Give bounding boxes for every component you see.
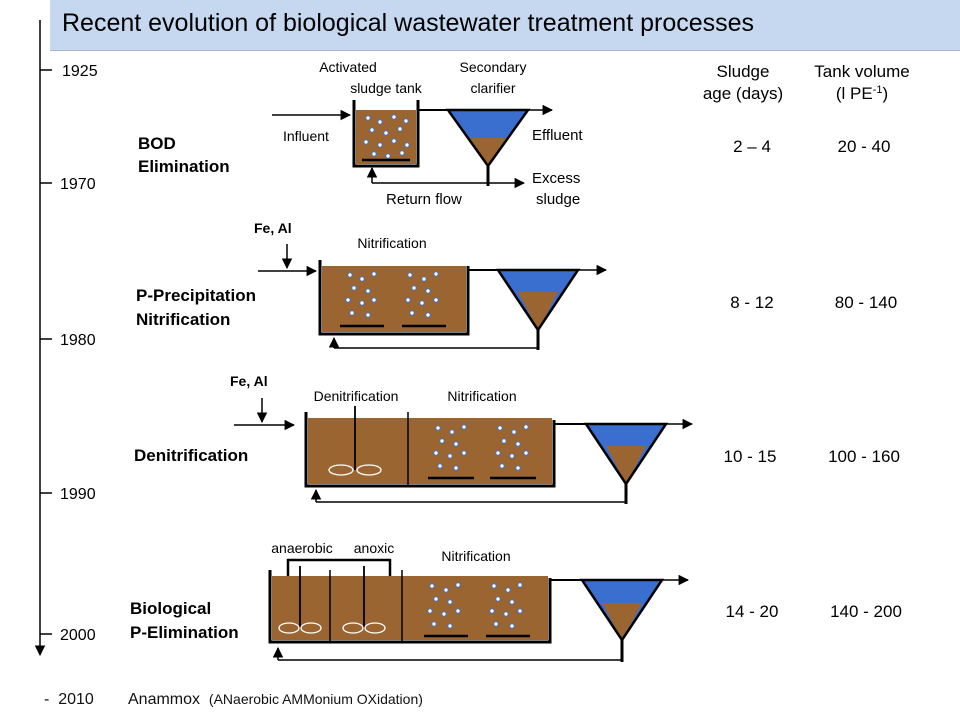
dosing-label-2: Fe, Al (254, 220, 292, 236)
effluent-label: Effluent (532, 127, 583, 144)
zone-label-anoxic: anoxic (354, 540, 394, 556)
anammox-label: Anammox (ANaerobic AMMonium OXidation) (128, 691, 423, 708)
sludge-age-bio-p: 14 - 20 (726, 602, 779, 621)
excess-label-2: sludge (536, 191, 580, 208)
clarifier-label-2: clarifier (470, 80, 515, 96)
title-bar: Recent evolution of biological wastewate… (50, 0, 960, 51)
year-1990: 1990 (60, 486, 96, 503)
zone-label-nitrification-3: Nitrification (447, 388, 516, 404)
year-2010: - 2010 (44, 691, 94, 708)
year-1925: 1925 (62, 63, 98, 80)
process-bio-p: anaerobic anoxic Nitrification Biologica… (130, 540, 902, 662)
return-flow-label: Return flow (386, 191, 462, 208)
zone-label-denitrification: Denitrification (314, 388, 399, 404)
tank-label-1: Activated (319, 59, 377, 75)
zone-label-nitrification-4: Nitrification (441, 548, 510, 564)
sludge-age-p: 8 - 12 (730, 293, 773, 312)
dosing-label-3: Fe, Al (230, 373, 268, 389)
process-name-bod-2: Elimination (138, 157, 230, 176)
influent-label: Influent (283, 128, 329, 144)
process-name-p-2: Nitrification (136, 310, 230, 329)
year-1970: 1970 (60, 176, 96, 193)
tank-volume-p: 80 - 140 (835, 293, 897, 312)
process-p-precipitation: Fe, Al Nitrification P-Precipitation Nit… (136, 220, 897, 350)
tank-volume-denitrification: 100 - 160 (828, 447, 900, 466)
process-name-bio-p-1: Biological (130, 599, 211, 618)
page-title: Recent evolution of biological wastewate… (62, 9, 755, 37)
process-denitrification: Fe, Al Denitrification Nitrification Den… (134, 373, 900, 504)
process-bod: Activated sludge tank Secondary clarifie… (138, 59, 890, 208)
zone-label-nitrification-2: Nitrification (357, 235, 426, 251)
sludge-age-bod: 2 – 4 (733, 137, 771, 156)
zone-label-anaerobic: anaerobic (271, 540, 333, 556)
sludge-age-header-2: age (days) (703, 84, 783, 103)
sludge-age-denitrification: 10 - 15 (724, 447, 777, 466)
tank-label-2: sludge tank (350, 80, 423, 96)
tank-volume-bio-p: 140 - 200 (830, 602, 902, 621)
sludge-age-header-1: Sludge (717, 62, 770, 81)
process-name-bio-p-2: P-Elimination (130, 623, 239, 642)
tank-volume-header-1: Tank volume (814, 62, 909, 81)
tank-volume-bod: 20 - 40 (838, 137, 891, 156)
excess-label-1: Excess (532, 170, 580, 187)
process-name-denitrification: Denitrification (134, 446, 248, 465)
year-2000: 2000 (60, 627, 96, 644)
timeline-axis (34, 20, 52, 657)
tank-volume-header-2: (l PE-1) (836, 84, 888, 103)
process-name-bod-1: BOD (138, 134, 176, 153)
clarifier-label-1: Secondary (460, 59, 527, 75)
anammox-expansion: (ANaerobic AMMonium OXidation) (208, 691, 423, 707)
year-1980: 1980 (60, 332, 96, 349)
process-name-p-1: P-Precipitation (136, 286, 256, 305)
